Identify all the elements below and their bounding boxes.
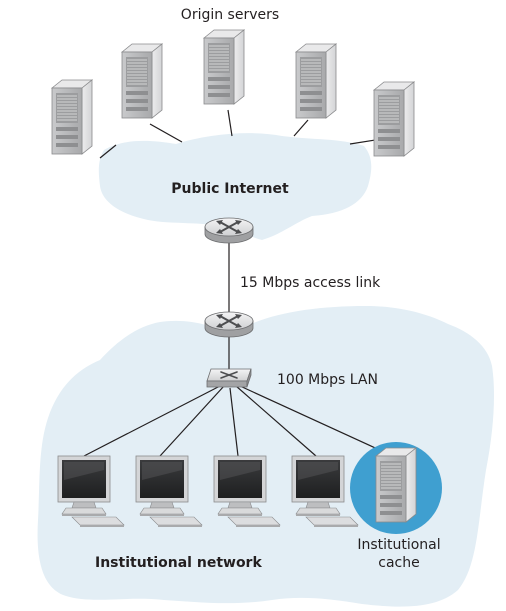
cache-server-icon [375, 447, 417, 523]
public-internet-cloud [98, 133, 372, 240]
origin-server-icon [295, 43, 337, 119]
cache-label-line1: Institutional [357, 537, 440, 553]
institution-router-icon [204, 311, 254, 338]
internet-router-icon [204, 217, 254, 244]
access-link-label: 15 Mbps access link [240, 275, 381, 291]
lan-label: 100 Mbps LAN [277, 372, 378, 388]
origin-servers-label: Origin servers [181, 7, 279, 23]
origin-server-links [99, 109, 389, 159]
origin-server-icon [373, 81, 415, 157]
lan-switch-icon [206, 368, 252, 388]
origin-server-icon [203, 29, 245, 105]
public-internet-label: Public Internet [171, 181, 289, 197]
cache-label-line2: cache [378, 555, 419, 571]
institutional-network-label: Institutional network [95, 555, 262, 571]
lan-links [83, 385, 385, 457]
origin-server-icon [51, 79, 93, 155]
origin-server-icon [121, 43, 163, 119]
